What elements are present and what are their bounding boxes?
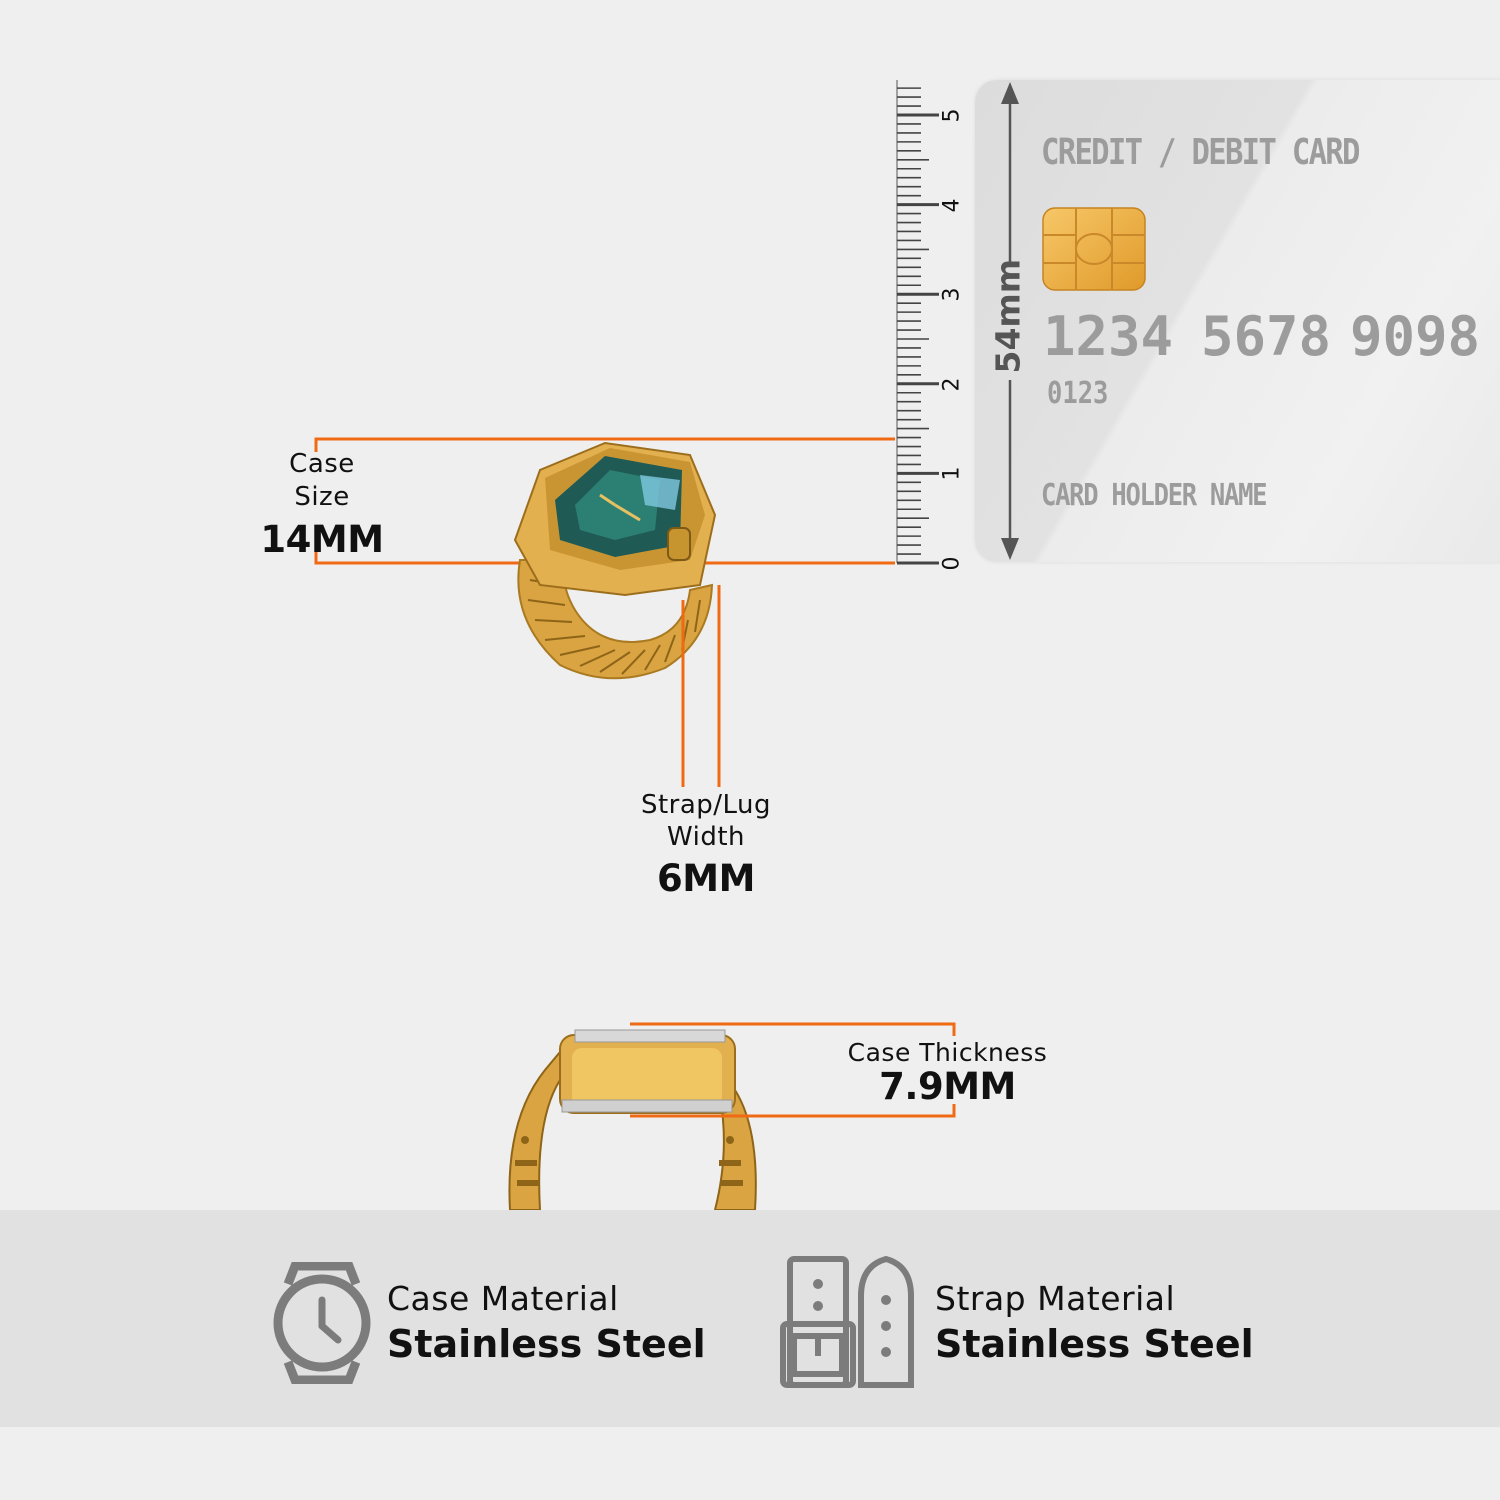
strap-material-label: Strap Material <box>935 1279 1176 1318</box>
case-size-label-line1: Case <box>289 449 355 479</box>
card-number-group-3: 9098 <box>1350 305 1481 368</box>
ring-watch-side <box>508 1029 757 1210</box>
case-thickness-bracket <box>630 1022 956 1118</box>
case-size-value: 14MM <box>260 518 384 561</box>
case-material-value: Stainless Steel <box>387 1322 706 1366</box>
case-thickness-label: Case Thickness <box>847 1038 1048 1067</box>
ruler <box>893 75 973 575</box>
credit-card: CREDIT / DEBIT CARD 1234 5678 9098 0123 … <box>975 80 1500 562</box>
strap-width-label-line1: Strap/Lug <box>640 790 772 820</box>
watch-icon <box>268 1261 376 1388</box>
case-thickness-value: 7.9MM <box>879 1065 1016 1108</box>
strap-width-value: 6MM <box>657 857 755 900</box>
card-height-arrow <box>995 80 1025 562</box>
ring-watch-front <box>513 441 717 680</box>
strap-width-label-line2: Width <box>666 822 746 852</box>
card-number-group-2: 5678 <box>1201 305 1332 368</box>
card-title: CREDIT / DEBIT CARD <box>1041 132 1360 173</box>
strap-material-value: Stainless Steel <box>935 1322 1254 1366</box>
card-number-group-1: 1234 <box>1043 305 1174 368</box>
strap-width-bracket <box>681 585 721 787</box>
chip-icon <box>1042 207 1146 295</box>
card-sub-number: 0123 <box>1047 376 1109 411</box>
case-material-label: Case Material <box>387 1279 619 1318</box>
card-holder-name: CARD HOLDER NAME <box>1041 478 1268 513</box>
case-size-label-line2: Size <box>294 482 350 512</box>
strap-icon <box>780 1255 920 1392</box>
materials-footer: Case Material Stainless Steel Strap Mate… <box>0 1210 1500 1427</box>
measurement-lines <box>314 437 956 1210</box>
